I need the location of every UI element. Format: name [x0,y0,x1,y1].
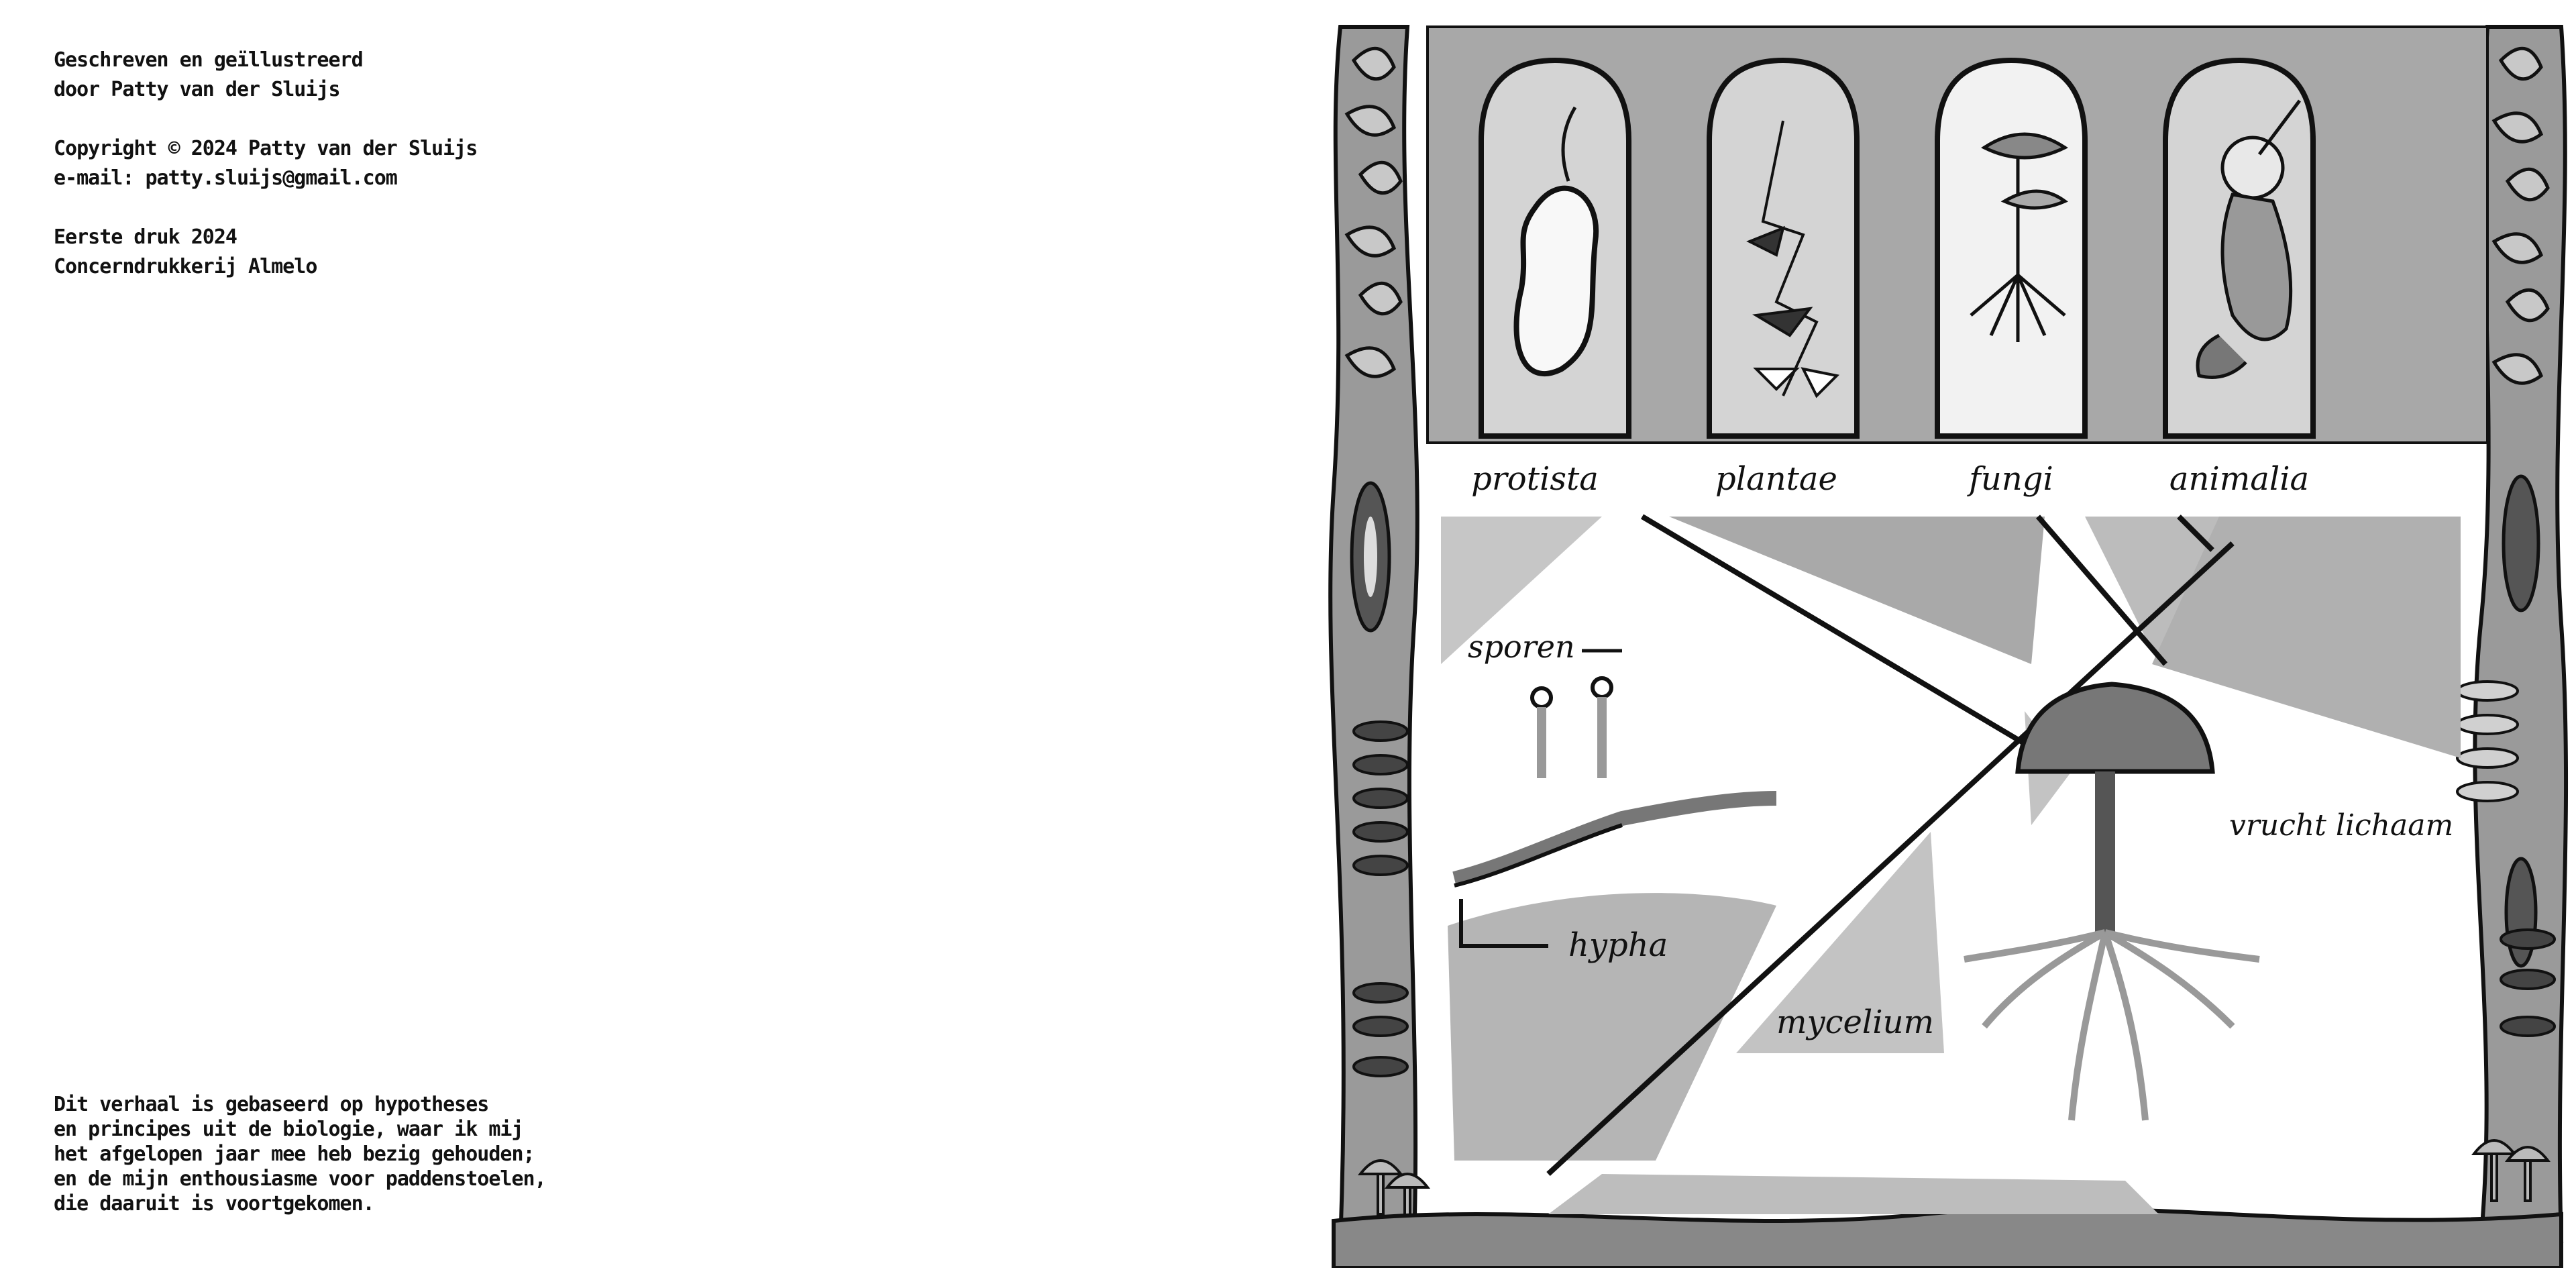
label-mycelium: mycelium [1776,1004,1934,1041]
note-line-5: die daaruit is voortgekomen. [54,1192,375,1216]
colophon: Geschreven en geïllustreerd door Patty v… [54,46,478,311]
kingdom-label-plantae: plantae [1715,460,1837,498]
note-line-2: en principes uit de biologie, waar ik mi… [54,1118,524,1141]
copyright-block: Copyright © 2024 Patty van der Sluijs e-… [54,134,478,193]
note-line-1: Dit verhaal is gebaseerd op hypotheses [54,1093,489,1116]
kingdom-panels: protista plantae fungi animalia [1426,25,2489,498]
email-line: e-mail: patty.sluijs@gmail.com [54,166,398,190]
fungi-figure [1970,132,2068,342]
kingdom-label-animalia: animalia [2169,460,2309,498]
printer-line: Concerndrukkerij Almelo [54,255,317,278]
lower-scene: sporen hypha mycelium vrucht lichaam [1441,514,2461,1214]
animalia-figure [2196,99,2301,379]
author-credit: Geschreven en geïllustreerd door Patty v… [54,46,477,105]
label-vrucht-lichaam: vrucht lichaam [2229,808,2453,843]
note-line-3: het afgelopen jaar mee heb bezig gehoude… [54,1142,535,1166]
note-line-4: en de mijn enthousiasme voor paddenstoel… [54,1167,547,1191]
mushroom-drawing [1964,682,2260,1121]
foreword-note: Dit verhaal is gebaseerd op hypotheses e… [54,1092,547,1216]
copyright-line: Copyright © 2024 Patty van der Sluijs [54,137,478,160]
kingdom-label-fungi: fungi [1967,460,2053,498]
print-info: Eerste druk 2024 Concerndrukkerij Almelo [54,223,477,282]
fungi-illustration: protista plantae fungi animalia [1320,20,2576,1268]
hypha-drawing [1452,676,1777,948]
kingdom-label-protista: protista [1471,460,1599,498]
label-hypha: hypha [1568,926,1668,964]
protista-figure [1513,106,1599,376]
label-sporen: sporen [1468,629,1575,665]
plantae-figure [1746,120,1840,398]
edition-line: Eerste druk 2024 [54,225,237,249]
credit-line-2: door Patty van der Sluijs [54,78,341,101]
credit-line-1: Geschreven en geïllustreerd [54,48,364,72]
